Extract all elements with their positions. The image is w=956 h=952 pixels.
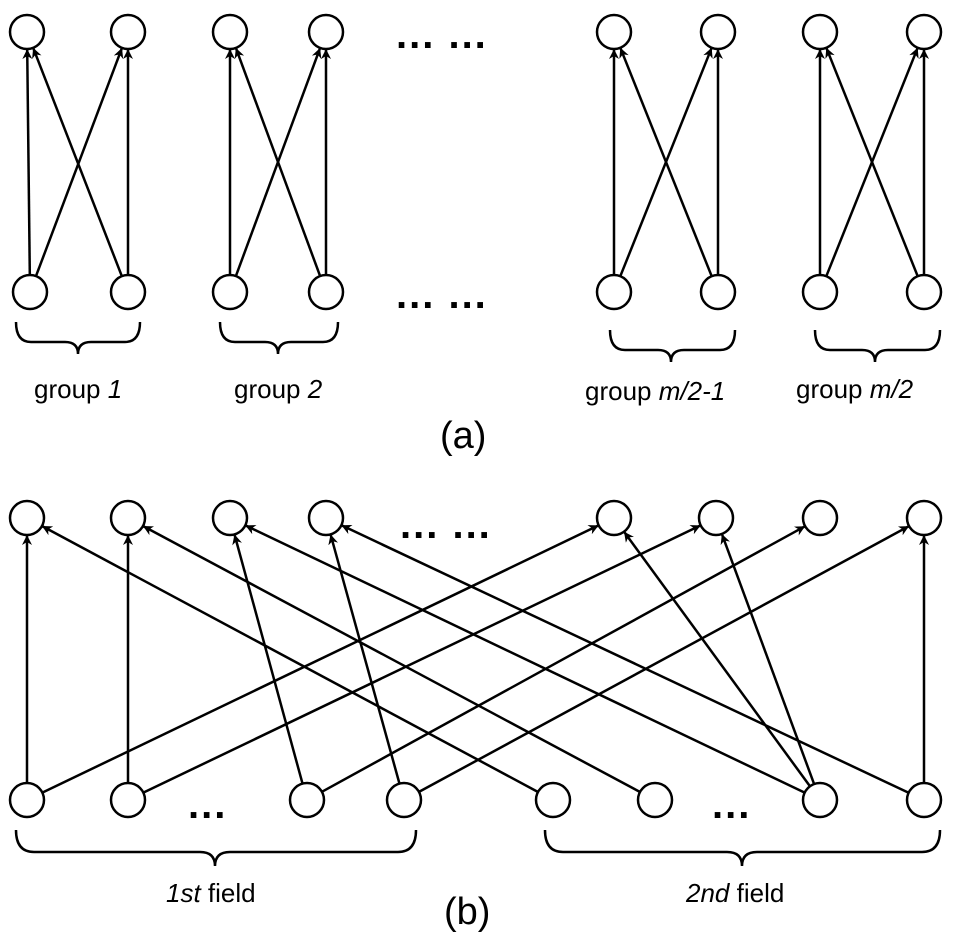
edge-arrow (41, 524, 599, 794)
output-node (109, 13, 147, 51)
panel-a-caption: (a) (440, 415, 486, 457)
panel-a-top-ellipsis: ... ... (396, 13, 488, 57)
output-node (699, 13, 737, 51)
edge-arrow (232, 534, 304, 784)
panel-b: ... ... ... ... 1st field 2nd field (b) (8, 499, 943, 933)
group-m2-brace (813, 329, 942, 363)
output-node (801, 13, 839, 51)
input-node (905, 273, 943, 311)
group-m2-1-brace (608, 329, 737, 363)
panel-b-bottom-ellipsis-right: ... (712, 783, 751, 827)
output-node (905, 13, 943, 51)
group-2-brace (218, 321, 340, 355)
input-node (385, 781, 423, 819)
panel-b-top-ellipsis: ... ... (400, 503, 492, 547)
output-node (595, 499, 633, 537)
output-node (697, 499, 735, 537)
group-2-label: group 2 (234, 374, 323, 404)
panel-b-edges (22, 524, 929, 794)
field-2-brace (543, 829, 942, 867)
panel-b-caption: (b) (444, 891, 490, 933)
edge-arrow (720, 533, 816, 785)
group-m2-label: group m/2 (796, 374, 914, 404)
edge-arrow (328, 534, 401, 784)
edge-arrow (341, 524, 910, 794)
output-node (595, 13, 633, 51)
panel-a-edges (22, 47, 929, 277)
input-node (636, 781, 674, 819)
panel-b-nodes (8, 499, 943, 819)
input-node (288, 781, 326, 819)
group-m2-1-label: group m/2-1 (585, 376, 725, 406)
input-node (699, 273, 737, 311)
edge-arrow (321, 525, 806, 793)
field-2-label: 2nd field (685, 878, 784, 908)
edge-arrow (825, 47, 919, 277)
output-node (307, 499, 345, 537)
output-node (211, 13, 249, 51)
input-node (11, 273, 49, 311)
output-node (8, 499, 46, 537)
input-node (801, 273, 839, 311)
input-node (109, 273, 147, 311)
output-node (8, 13, 46, 51)
input-node (905, 781, 943, 819)
output-node (307, 13, 345, 51)
field-1-label: 1st field (166, 878, 256, 908)
panel-b-bottom-ellipsis-left: ... (188, 783, 227, 827)
panel-a: ... ... ... ... group 1 group 2 group m/… (8, 13, 943, 457)
edge-arrow (32, 47, 124, 277)
group-1-brace (14, 321, 142, 355)
output-node (905, 499, 943, 537)
output-node (109, 499, 147, 537)
panel-a-bottom-ellipsis: ... ... (396, 273, 488, 317)
edge-arrow (619, 47, 713, 277)
input-node (307, 273, 345, 311)
panel-a-nodes (8, 13, 943, 311)
edge-arrow (418, 525, 910, 793)
group-1-label: group 1 (34, 374, 122, 404)
edge-arrow (245, 524, 806, 794)
input-node (595, 273, 633, 311)
output-node (801, 499, 839, 537)
edge-arrow (623, 531, 811, 788)
edge-arrow (142, 525, 641, 794)
edge-arrow (142, 524, 701, 794)
edge-arrow (22, 48, 33, 276)
input-node (211, 273, 249, 311)
input-node (801, 781, 839, 819)
field-1-brace (14, 829, 418, 867)
input-node (109, 781, 147, 819)
output-node (211, 499, 249, 537)
input-node (8, 781, 46, 819)
input-node (534, 781, 572, 819)
edge-arrow (234, 47, 322, 277)
edge-arrow (41, 525, 539, 794)
